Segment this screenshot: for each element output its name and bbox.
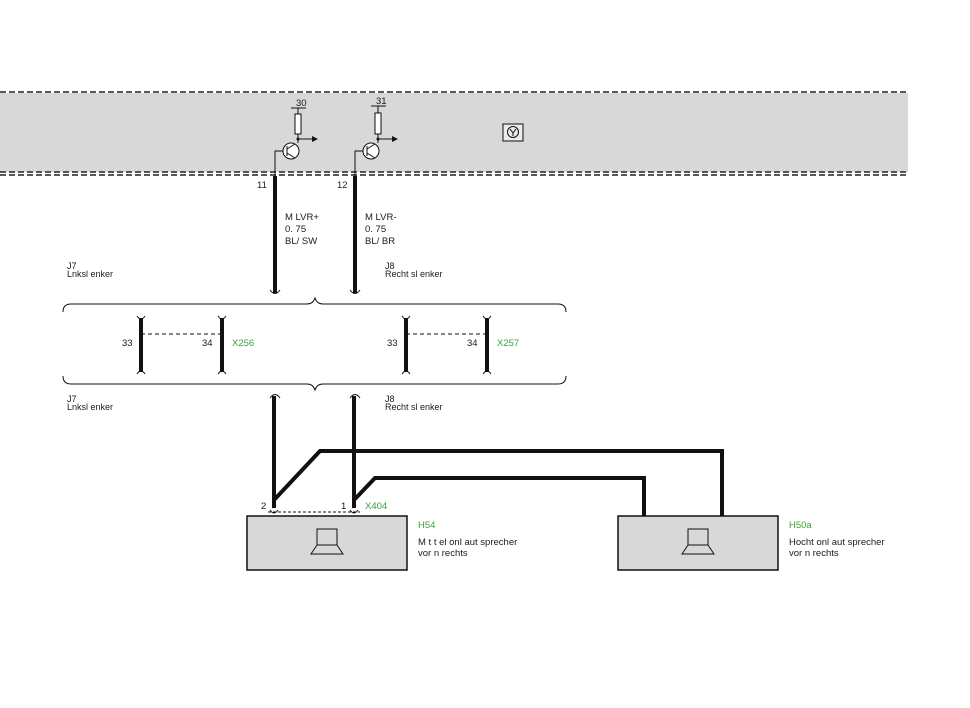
transistor-lead — [354, 150, 363, 176]
speaker-h50a: H50a Hocht onl aut sprecher vor n rechts — [617, 515, 885, 571]
wire-break-icon — [349, 289, 361, 294]
speaker-position: vor n rechts — [418, 548, 468, 559]
speaker-name: Hocht onl aut sprecher — [789, 537, 885, 548]
connector-j8-name: Recht sl enker — [385, 269, 443, 279]
splice-pin-b: 34 — [467, 338, 478, 349]
transistor-emitter — [366, 152, 376, 159]
speaker-housing — [617, 515, 779, 571]
resistor-icon — [374, 112, 382, 135]
bracket-top — [62, 296, 567, 313]
wire-gauge: 0. 75 — [285, 224, 306, 235]
connector-j8-id: J8 — [385, 261, 395, 271]
wire-tweeter-feed-b — [352, 476, 646, 516]
wire-label-mlvr-plus: M LVR+ 0. 75 BL/ SW — [285, 212, 319, 247]
speaker-position: vor n rechts — [789, 548, 839, 559]
terminal-label: 30 — [296, 98, 307, 109]
splice-code: X257 — [497, 338, 519, 349]
wire-break-icon — [349, 394, 361, 399]
wire-tweeter-feed-a — [272, 449, 724, 516]
splice-pin-a: 33 — [122, 338, 133, 349]
bracket-bottom — [62, 375, 567, 392]
wire-break-icon — [136, 315, 146, 320]
connector-j7-id: J7 — [67, 261, 77, 271]
pin-socket-icon — [269, 509, 279, 514]
wire-break-icon — [401, 315, 411, 320]
splice-x257: 33 34 X257 — [387, 315, 519, 375]
arrow-right-icon — [312, 136, 318, 142]
speaker-housing — [246, 515, 408, 571]
pin-socket-icon — [349, 509, 359, 514]
transistor-collector — [286, 143, 296, 150]
splice-pin-b: 34 — [202, 338, 213, 349]
transistor-lead — [274, 150, 283, 176]
terminal-31: 31 — [354, 96, 398, 176]
terminal-30: 30 — [274, 98, 318, 176]
transistor-emitter — [286, 152, 296, 159]
arrow-right-icon — [392, 136, 398, 142]
wire-color: BL/ SW — [285, 236, 317, 247]
splice-code: X256 — [232, 338, 254, 349]
connector-j8-id: J8 — [385, 394, 395, 404]
speaker-h54: H54 M t t el onl aut sprecher vor n rech… — [246, 515, 517, 571]
connector-j7-name: Lnksl enker — [67, 402, 113, 412]
wire-break-icon — [482, 315, 492, 320]
wire-break-icon — [217, 370, 227, 375]
speaker-code: H50a — [789, 520, 812, 531]
wire-label-mlvr-minus: M LVR- 0. 75 BL/ BR — [365, 212, 397, 247]
wire-break-icon — [482, 370, 492, 375]
wire-signal-name: M LVR- — [365, 212, 397, 223]
speaker-name: M t t el onl aut sprecher — [418, 537, 517, 548]
terminal-label: 31 — [376, 96, 387, 107]
splice-x256: 33 34 X256 — [122, 315, 254, 375]
wire-break-icon — [401, 370, 411, 375]
x404-pin-2: 2 — [261, 501, 266, 512]
resistor-icon — [294, 113, 302, 135]
component-symbol-icon — [502, 123, 524, 142]
wire-break-icon — [269, 289, 281, 294]
transistor-collector — [366, 143, 376, 150]
transistor-icon — [282, 142, 300, 160]
wire-gauge: 0. 75 — [365, 224, 386, 235]
control-unit: 30 31 — [0, 91, 908, 176]
control-unit-housing — [0, 93, 908, 172]
wire-color: BL/ BR — [365, 236, 395, 247]
connector-j7-name: Lnksl enker — [67, 269, 113, 279]
speaker-icon — [681, 528, 715, 555]
pin-12-label: 12 — [337, 180, 348, 191]
wire-break-icon — [217, 315, 227, 320]
speaker-code: H54 — [418, 520, 435, 531]
transistor-icon — [362, 142, 380, 160]
wire-signal-name: M LVR+ — [285, 212, 319, 223]
splice-pin-a: 33 — [387, 338, 398, 349]
x404-code: X404 — [365, 501, 387, 512]
speaker-icon — [310, 528, 344, 555]
connector-j7-id: J7 — [67, 394, 77, 404]
pin-11-label: 11 — [257, 180, 267, 191]
wire-break-icon — [269, 394, 281, 399]
wire-break-icon — [136, 370, 146, 375]
connector-j8-name: Recht sl enker — [385, 402, 443, 412]
x404-pin-1: 1 — [341, 501, 346, 512]
